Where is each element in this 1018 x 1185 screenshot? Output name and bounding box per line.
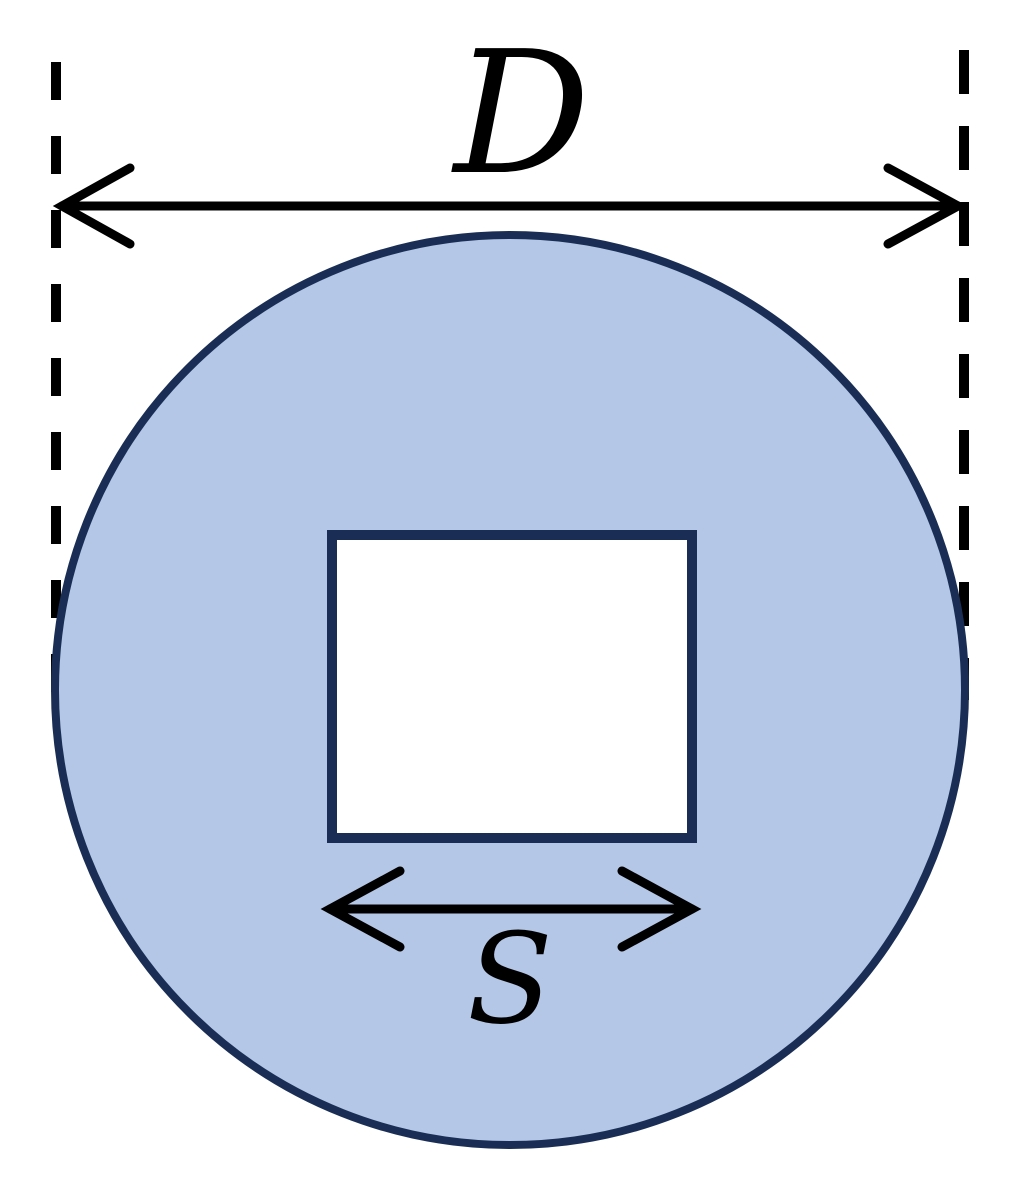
side-arrow <box>320 866 702 952</box>
diameter-label: D <box>451 15 590 213</box>
side-label: S <box>467 907 553 1052</box>
diameter-arrow <box>52 163 968 249</box>
inner-square <box>327 530 697 843</box>
